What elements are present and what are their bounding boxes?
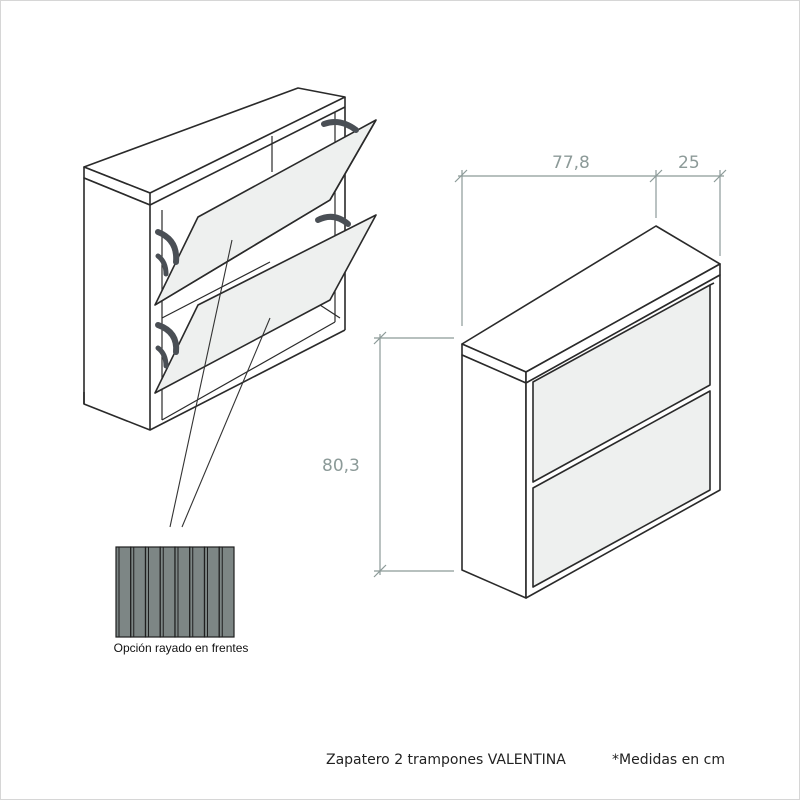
swatch-stripe xyxy=(115,546,132,638)
hinge-top-right-icon xyxy=(321,119,359,133)
width-label: 77,8 xyxy=(552,153,590,173)
closed-cabinet-upper-front xyxy=(532,284,711,483)
product-title: Zapatero 2 trampones VALENTINA xyxy=(326,752,566,768)
swatch-caption: Opción rayado en frentes xyxy=(113,641,249,655)
hinge-upper-left-icon xyxy=(155,229,180,265)
swatch-stripe xyxy=(203,546,220,638)
dimension-lines xyxy=(373,169,727,578)
closed-cabinet-view xyxy=(461,225,721,599)
swatch-stripe xyxy=(159,546,176,638)
open-cabinet-left-side xyxy=(83,177,151,431)
swatch-stripe xyxy=(174,546,191,638)
closed-cabinet-left-side xyxy=(461,354,527,599)
leader-line-lower xyxy=(181,317,271,528)
hinge-lower-left-icon xyxy=(155,322,180,355)
hinge-upper-left-2-icon xyxy=(155,253,169,277)
measurement-note: *Medidas en cm xyxy=(612,752,725,768)
open-cabinet-view xyxy=(83,87,377,528)
swatch-stripe xyxy=(144,546,161,638)
lower-flap xyxy=(154,214,377,394)
swatch-stripe xyxy=(218,546,235,638)
swatch-stripe xyxy=(130,546,147,638)
height-label: 80,3 xyxy=(322,456,360,476)
swatch-stripe xyxy=(189,546,206,638)
hinge-lower-left-2-icon xyxy=(155,345,169,369)
striped-front-swatch xyxy=(115,546,235,638)
depth-label: 25 xyxy=(678,153,700,173)
hinge-mid-right-icon xyxy=(315,213,351,227)
leader-line-upper xyxy=(169,239,233,528)
closed-cabinet-lower-front xyxy=(532,390,711,588)
